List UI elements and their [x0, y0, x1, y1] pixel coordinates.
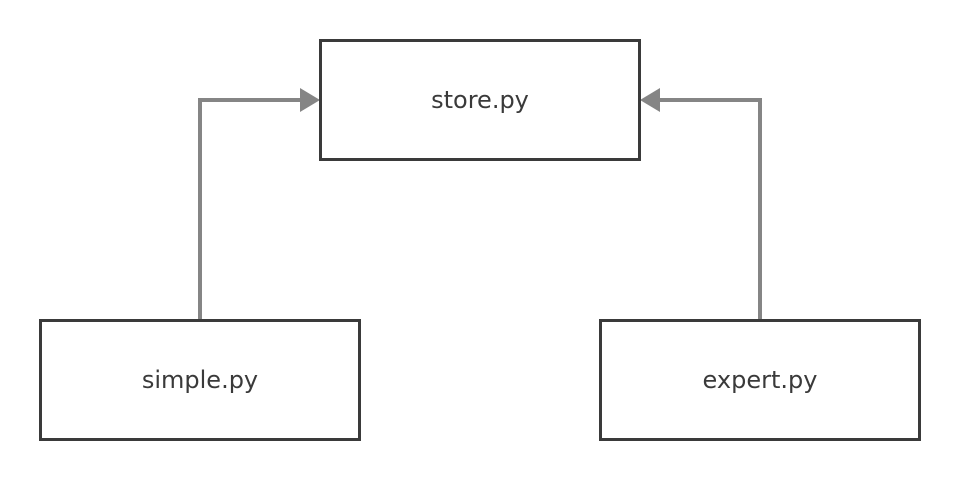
node-expert-py[interactable]: expert.py — [599, 319, 921, 441]
arrowhead-expert-to-store — [640, 88, 660, 112]
node-simple-py-label: simple.py — [141, 366, 259, 394]
node-simple-py[interactable]: simple.py — [39, 319, 361, 441]
arrowhead-simple-to-store — [300, 88, 320, 112]
edge-simple-to-store — [198, 98, 302, 319]
edge-expert-to-store — [658, 98, 762, 319]
node-store-py-label: store.py — [431, 86, 529, 114]
node-store-py[interactable]: store.py — [319, 39, 641, 161]
node-expert-py-label: expert.py — [702, 366, 818, 394]
